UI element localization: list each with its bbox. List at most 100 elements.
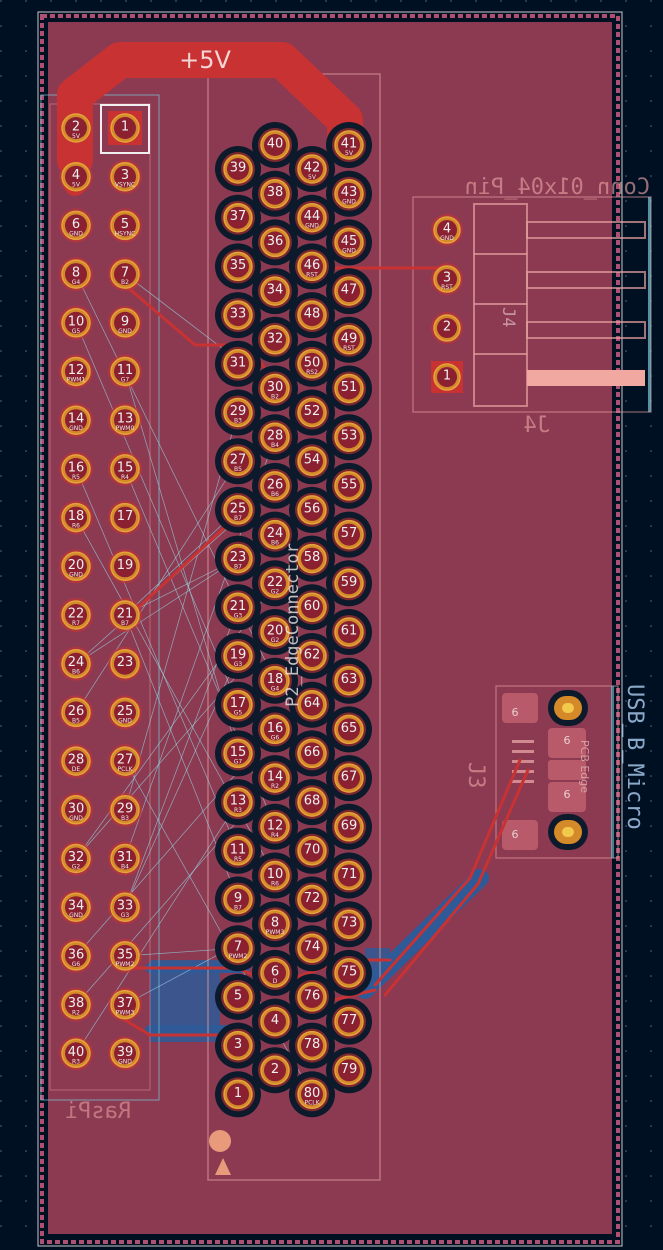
pad-number: 35: [230, 258, 247, 273]
pad-number: 21: [230, 599, 247, 614]
pad-number: 45: [341, 234, 358, 249]
j4-courtyard: [412, 196, 652, 413]
pad-number: 30: [68, 801, 85, 816]
pad-number: 48: [304, 307, 321, 322]
pad-net-label: B6: [271, 540, 279, 547]
pad-75: 75: [326, 949, 372, 996]
pad-number: 50: [304, 355, 321, 370]
pad-54: 54: [289, 438, 335, 485]
pad-number: 9: [234, 891, 242, 906]
pad-number: 40: [68, 1045, 85, 1060]
pad-number: 58: [304, 550, 321, 565]
pad-number: 1: [443, 369, 451, 384]
pad-number: 69: [341, 818, 358, 833]
pad-number: 39: [230, 161, 247, 176]
pad-57: 57: [326, 511, 372, 558]
pad-net-label: RS2: [306, 369, 318, 376]
pad-number: 39: [117, 1045, 134, 1060]
edge-connector-courtyard: [207, 73, 381, 1181]
pad-number: 23: [117, 655, 134, 670]
pad-number: 56: [304, 501, 321, 516]
pad-net-label: G6: [72, 961, 81, 968]
pad-66: 66: [289, 730, 335, 777]
pad-net-label: B3: [121, 815, 129, 822]
pad-number: 42: [304, 161, 321, 176]
j3-pad-label-center: 6: [564, 734, 571, 747]
pad-net-label: GND: [342, 199, 356, 206]
pad-number: 72: [304, 891, 321, 906]
pad-net-label: G2: [271, 588, 280, 595]
pad-number: 46: [304, 258, 321, 273]
pad-72: 72: [289, 876, 335, 923]
pad-64: 64: [289, 681, 335, 728]
pad-net-label: GND: [69, 230, 83, 237]
pad-net-label: B2: [121, 279, 129, 286]
pad-net-label: R3: [72, 1058, 80, 1065]
pad-6: 6D: [252, 949, 298, 996]
pad-net-label: G3: [234, 612, 243, 619]
pad-32: 32: [252, 316, 298, 363]
pad-number: 31: [117, 850, 134, 865]
pad-net-label: D: [273, 978, 278, 985]
pad-3: 3: [215, 1022, 261, 1069]
pad-number: 79: [341, 1062, 358, 1077]
pad-number: 74: [304, 940, 321, 955]
pad-number: 25: [117, 704, 134, 719]
pad-60: 60: [289, 584, 335, 631]
pad-net-label: G2: [271, 637, 280, 644]
pad-number: 15: [230, 745, 247, 760]
pad-63: 63: [326, 657, 372, 704]
pad-number: 54: [304, 453, 321, 468]
pad-net-label: R4: [121, 474, 129, 481]
pad-number: 27: [230, 453, 247, 468]
pad-number: 5: [121, 217, 129, 232]
pad-net-label: 5V: [345, 150, 354, 157]
pad-net-label: 5V: [72, 133, 81, 140]
pad-number: 30: [267, 380, 284, 395]
pad-8: 8G4: [59, 257, 93, 292]
j4-fab-reference: J4: [498, 307, 518, 327]
pad-net-label: G3: [121, 912, 130, 919]
pad-net-label: RST: [343, 345, 355, 352]
pad-net-label: PWM2: [116, 961, 135, 968]
pad-38: 38: [252, 170, 298, 217]
pad-number: 65: [341, 721, 358, 736]
pad-number: 5: [234, 988, 242, 1003]
pad-number: 37: [117, 996, 134, 1011]
pad-number: 78: [304, 1037, 321, 1052]
pad-number: 25: [230, 501, 247, 516]
pad-net-label: G7: [121, 377, 130, 384]
pad-33: 33: [215, 292, 261, 339]
pad-number: 71: [341, 867, 358, 882]
pad-number: 3: [234, 1037, 242, 1052]
pad-number: 37: [230, 209, 247, 224]
pad-number: 4: [443, 222, 451, 237]
pad-number: 36: [267, 234, 284, 249]
pad-net-label: B4: [121, 864, 129, 871]
pad-68: 68: [289, 779, 335, 826]
pad-number: 80: [304, 1086, 321, 1101]
j3-pad-label-center-2: 6: [564, 788, 571, 801]
pad-number: 22: [68, 607, 85, 622]
pad-4: 4: [252, 998, 298, 1045]
